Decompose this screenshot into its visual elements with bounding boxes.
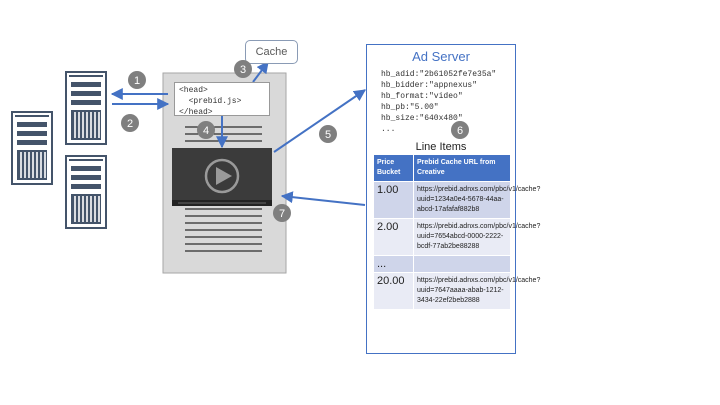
table-row: 1.00 https://prebid.adnxs.com/pbc/v1/cac… (373, 181, 540, 219)
video-player[interactable] (172, 148, 272, 206)
targeting-line: hb_bidder:"appnexus" (381, 81, 478, 90)
table-row: 20.00 https://prebid.adnxs.com/pbc/v1/ca… (373, 272, 540, 310)
step-badge-6: 6 (451, 121, 469, 139)
cache-url-cell: https://prebid.adnxs.com/pbc/v1/cache?uu… (413, 272, 540, 310)
column-header: Price Bucket (373, 154, 414, 182)
cache-url-cell: https://prebid.adnxs.com/pbc/v1/cache?uu… (413, 181, 540, 219)
table-header-row: Price Bucket Prebid Cache URL from Creat… (373, 154, 511, 182)
ad-server-title: Ad Server (412, 49, 470, 64)
step-number: 5 (325, 129, 331, 141)
line-items-title: Line Items (415, 141, 467, 153)
step-badge-2: 2 (121, 114, 139, 132)
price-bucket-cell: ... (373, 255, 414, 273)
step-badge-4: 4 (197, 121, 215, 139)
code-line: <prebid.js> (179, 97, 242, 106)
ad-server-panel: Ad Server hb_adid:"2b61052fe7e35a" hb_bi… (366, 44, 540, 354)
step-number: 7 (279, 208, 285, 220)
column-header: Prebid Cache URL from Creative (413, 154, 511, 182)
step-number: 4 (203, 125, 209, 137)
targeting-line: hb_pb:"5.00" (381, 103, 439, 112)
targeting-keys: hb_adid:"2b61052fe7e35a" hb_bidder:"appn… (381, 69, 496, 135)
step-number: 1 (134, 75, 140, 87)
targeting-line: hb_adid:"2b61052fe7e35a" (381, 70, 497, 79)
step-number: 2 (127, 118, 133, 130)
targeting-line: hb_size:"640x480" (381, 114, 463, 123)
line-items-table: Price Bucket Prebid Cache URL from Creat… (373, 154, 540, 310)
arrow-step-5 (273, 89, 366, 153)
price-bucket-cell: 20.00 (373, 272, 414, 310)
code-line: </head> (179, 108, 213, 117)
code-line: <head> (179, 86, 208, 95)
page-head-code: <head> <prebid.js> </head> (174, 82, 270, 117)
step-badge-7: 7 (273, 204, 291, 222)
price-bucket-cell: 1.00 (373, 181, 414, 219)
arrow-step-7 (280, 191, 366, 206)
targeting-line: ... (381, 125, 396, 134)
arrow-step-3 (252, 61, 269, 83)
step-badge-5: 5 (319, 125, 337, 143)
step-number: 6 (457, 125, 463, 137)
step-number: 3 (240, 64, 246, 76)
cache-box: Cache (245, 40, 298, 64)
cache-url-cell: https://prebid.adnxs.com/pbc/v1/cache?uu… (413, 218, 540, 256)
targeting-line: hb_format:"video" (381, 92, 463, 101)
cache-label: Cache (255, 46, 288, 58)
price-bucket-cell: 2.00 (373, 218, 414, 256)
table-row: 2.00 https://prebid.adnxs.com/pbc/v1/cac… (373, 218, 540, 256)
step-badge-3: 3 (234, 60, 252, 78)
step-badge-1: 1 (128, 71, 146, 89)
play-icon[interactable] (204, 158, 240, 194)
